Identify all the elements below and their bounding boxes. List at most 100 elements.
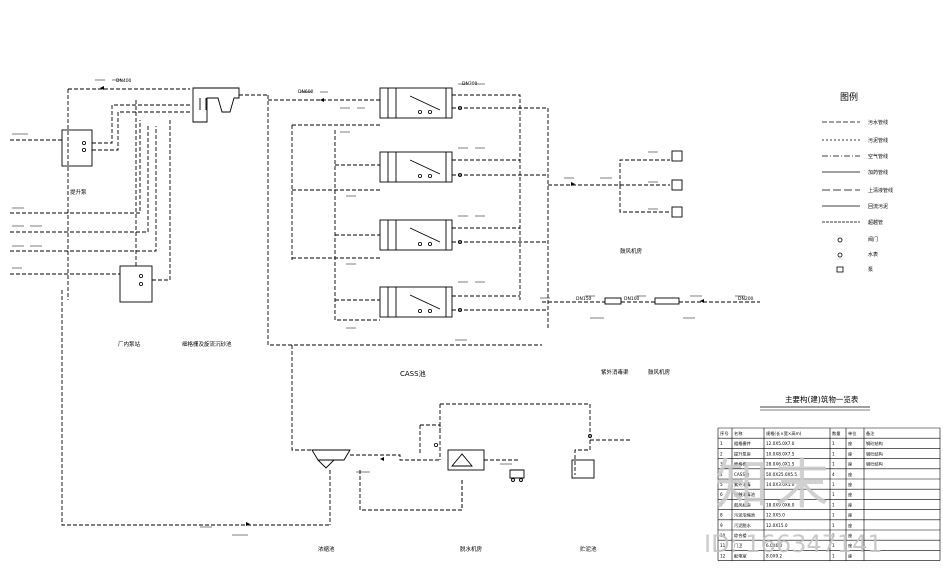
- table-cell: 提升泵房: [734, 450, 751, 457]
- table-cell: 污泥浓缩池: [734, 512, 756, 519]
- fine-screen-label: 细格栅及旋流沉砂池: [182, 340, 232, 348]
- svg-text:水表: 水表: [868, 251, 878, 258]
- table-cell: 钢砼结构: [866, 461, 883, 468]
- table-cell: 座: [848, 481, 852, 488]
- svg-text:污泥管线: 污泥管线: [868, 137, 888, 144]
- sludge-storage-tank: [571, 459, 595, 479]
- table-cell: 8: [720, 513, 723, 518]
- table-cell: 钢砼结构: [866, 450, 883, 457]
- table-cell: 14.0X3.0X1.0: [766, 482, 795, 487]
- table-cell: 1: [832, 462, 835, 467]
- table-cell: 座: [848, 522, 852, 529]
- watermark-logo: 知末: [715, 453, 835, 516]
- cass-tank-2: [379, 151, 453, 183]
- table-cell: 1: [832, 553, 835, 558]
- legend-title: 图例: [840, 91, 858, 103]
- table-cell: 1: [832, 513, 835, 518]
- table-cell: 门卫: [734, 542, 742, 549]
- table-cell: 12.0X15.0: [766, 523, 788, 528]
- table-cell: 污泥脱水: [734, 522, 752, 529]
- table-header-cell: 单位: [848, 430, 856, 437]
- blower-2: [671, 179, 683, 191]
- cass-tank-3: [379, 219, 453, 251]
- table-cell: 1: [832, 492, 835, 497]
- legend: 图例 污水管线 污泥管线 空气管线 加药管线 上清液管线 回流污泥 超越管 阀门…: [822, 91, 893, 273]
- table-cell: 11: [720, 543, 726, 548]
- table-cell: 18.0X9.0X6.0: [766, 502, 795, 507]
- table-cell: 1: [832, 502, 835, 507]
- svg-text:DN100: DN100: [624, 296, 640, 302]
- watermark-id: ID: 166347141: [704, 530, 883, 558]
- uv-channel: [604, 297, 622, 305]
- table-cell: 1: [832, 543, 835, 548]
- svg-text:污水管线: 污水管线: [868, 119, 888, 126]
- table-header-cell: 序号: [720, 430, 728, 437]
- table-cell: 8.0X9.2: [766, 553, 783, 558]
- plant-pump-box: [119, 265, 153, 303]
- table-cell: 座: [848, 450, 852, 457]
- table-cell: 12.0X5.0X7.0: [766, 441, 795, 446]
- table-cell: CASS池: [734, 471, 750, 477]
- table-cell: 座: [848, 512, 852, 519]
- table-header-cell: 数量: [832, 430, 840, 437]
- table-header-cell: 备注: [866, 430, 875, 437]
- sludge-storage-label: 贮泥池: [580, 545, 597, 553]
- table-cell: 1: [720, 441, 723, 446]
- dewatering-label: 脱水机房: [460, 545, 483, 553]
- table-cell: 座: [848, 491, 852, 498]
- table-cell: 6: [720, 492, 723, 497]
- svg-text:DN400: DN400: [116, 78, 132, 84]
- meter-well: [654, 297, 680, 305]
- table-cell: 50.0X25.0X5.5: [766, 472, 797, 477]
- table-cell: 座: [848, 532, 852, 539]
- table-cell: 28.0X6.0X1.5: [766, 462, 795, 467]
- lift-pump-station-box: [61, 129, 93, 167]
- table-cell: 7: [720, 502, 723, 507]
- svg-text:加药管线: 加药管线: [868, 169, 888, 176]
- blower-1: [671, 150, 683, 162]
- table-cell: 6.0X6.0: [766, 543, 783, 548]
- table-cell: 座: [848, 461, 852, 468]
- thickener-label: 浓缩池: [318, 545, 335, 553]
- lift-pump-label: 提升泵: [70, 188, 87, 196]
- table-cell: 4: [720, 472, 723, 477]
- blower-3: [671, 206, 683, 218]
- table-cell: 1: [832, 523, 835, 528]
- table-header-cell: 规格(长×宽×高m): [766, 430, 802, 437]
- table-cell: 9: [720, 523, 723, 528]
- table-title: 主要构(建)筑物一览表: [785, 394, 859, 404]
- blower-room-label-2: 鼓风机房: [620, 247, 643, 255]
- table-cell: 细格栅: [734, 461, 747, 468]
- table-cell: 1: [832, 451, 835, 456]
- table-cell: 10: [720, 533, 726, 538]
- svg-text:DN150: DN150: [576, 296, 592, 302]
- svg-text:回流污泥: 回流污泥: [868, 203, 888, 210]
- cass-tank-1: [379, 87, 453, 119]
- table-cell: 综合楼: [734, 532, 747, 539]
- blower-room-label: 鼓风机房: [648, 368, 671, 376]
- table-cell: 鼓风机房: [734, 501, 751, 508]
- svg-text:泵: 泵: [868, 267, 873, 273]
- table-cell: 接触消毒池: [734, 491, 756, 498]
- table-cell: 3: [720, 462, 723, 467]
- table-cell: 1: [832, 482, 835, 487]
- uv-label: 紫外消毒渠: [601, 368, 629, 376]
- table-header-cell: 名称: [734, 430, 742, 437]
- svg-text:阀门: 阀门: [868, 236, 878, 243]
- table-cell: 10.0X8.0X7.5: [766, 451, 795, 456]
- table-cell: 12: [720, 553, 726, 558]
- table-cell: 4: [832, 472, 835, 477]
- svg-text:DN600: DN600: [298, 89, 314, 95]
- table-cell: 12.0X5.0: [766, 513, 785, 518]
- table-cell: 2: [720, 451, 723, 456]
- table-cell: 粗格栅井: [734, 440, 751, 447]
- table-cell: 座: [848, 542, 852, 549]
- plant-pump-label: 厂内泵站: [118, 340, 141, 348]
- table-cell: 钢砼结构: [866, 440, 883, 447]
- thickener-shape: [311, 449, 351, 461]
- table-cell: 座: [848, 440, 852, 447]
- table-cell: 座: [848, 552, 852, 559]
- svg-text:空气管线: 空气管线: [868, 153, 888, 160]
